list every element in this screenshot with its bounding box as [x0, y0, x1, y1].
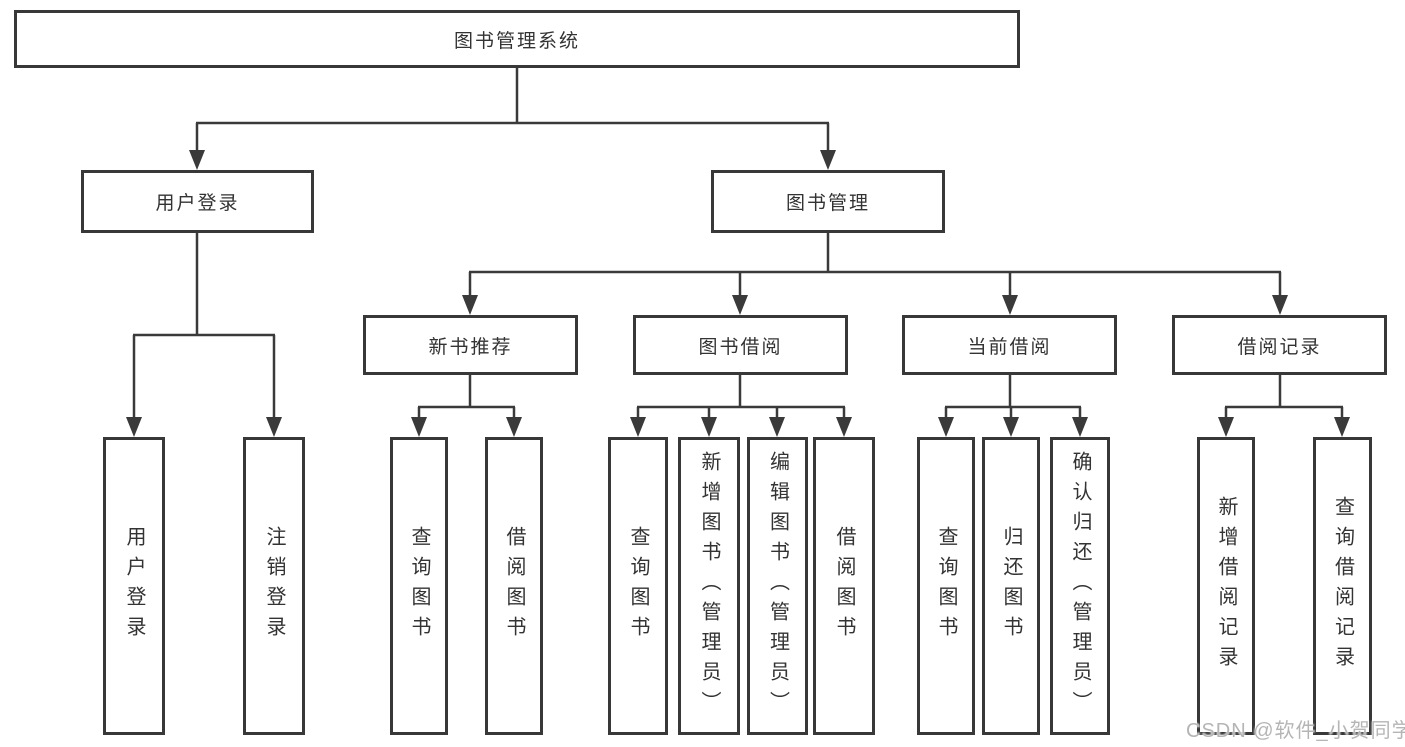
- leaf-add-book-admin: 新增图书（管理员）: [678, 437, 740, 735]
- leaf-query-books-1: 查询图书: [390, 437, 448, 735]
- leaf-user-login: 用户登录: [103, 437, 165, 735]
- connector-paths: [132, 68, 1344, 419]
- node-root-system: 图书管理系统: [14, 10, 1020, 68]
- node-book-management: 图书管理: [711, 170, 945, 233]
- leaf-add-borrow-record: 新增借阅记录: [1197, 437, 1255, 735]
- leaf-query-borrow-record: 查询借阅记录: [1313, 437, 1372, 735]
- node-book-borrowing: 图书借阅: [633, 315, 848, 375]
- csdn-watermark: CSDN @软件_小贺同学: [1186, 720, 1405, 742]
- node-new-book-recommend: 新书推荐: [363, 315, 578, 375]
- leaf-confirm-return-admin: 确认归还（管理员）: [1050, 437, 1110, 735]
- leaf-borrow-books-1: 借阅图书: [485, 437, 543, 735]
- leaf-return-book: 归还图书: [982, 437, 1040, 735]
- leaf-logout: 注销登录: [243, 437, 305, 735]
- leaf-query-books-3: 查询图书: [917, 437, 975, 735]
- connector-arrowheads: [126, 150, 1350, 437]
- leaf-edit-book-admin: 编辑图书（管理员）: [747, 437, 808, 735]
- node-borrow-records: 借阅记录: [1172, 315, 1387, 375]
- node-current-borrowing: 当前借阅: [902, 315, 1117, 375]
- leaf-query-books-2: 查询图书: [608, 437, 668, 735]
- leaf-borrow-books-2: 借阅图书: [813, 437, 875, 735]
- node-user-login: 用户登录: [81, 170, 314, 233]
